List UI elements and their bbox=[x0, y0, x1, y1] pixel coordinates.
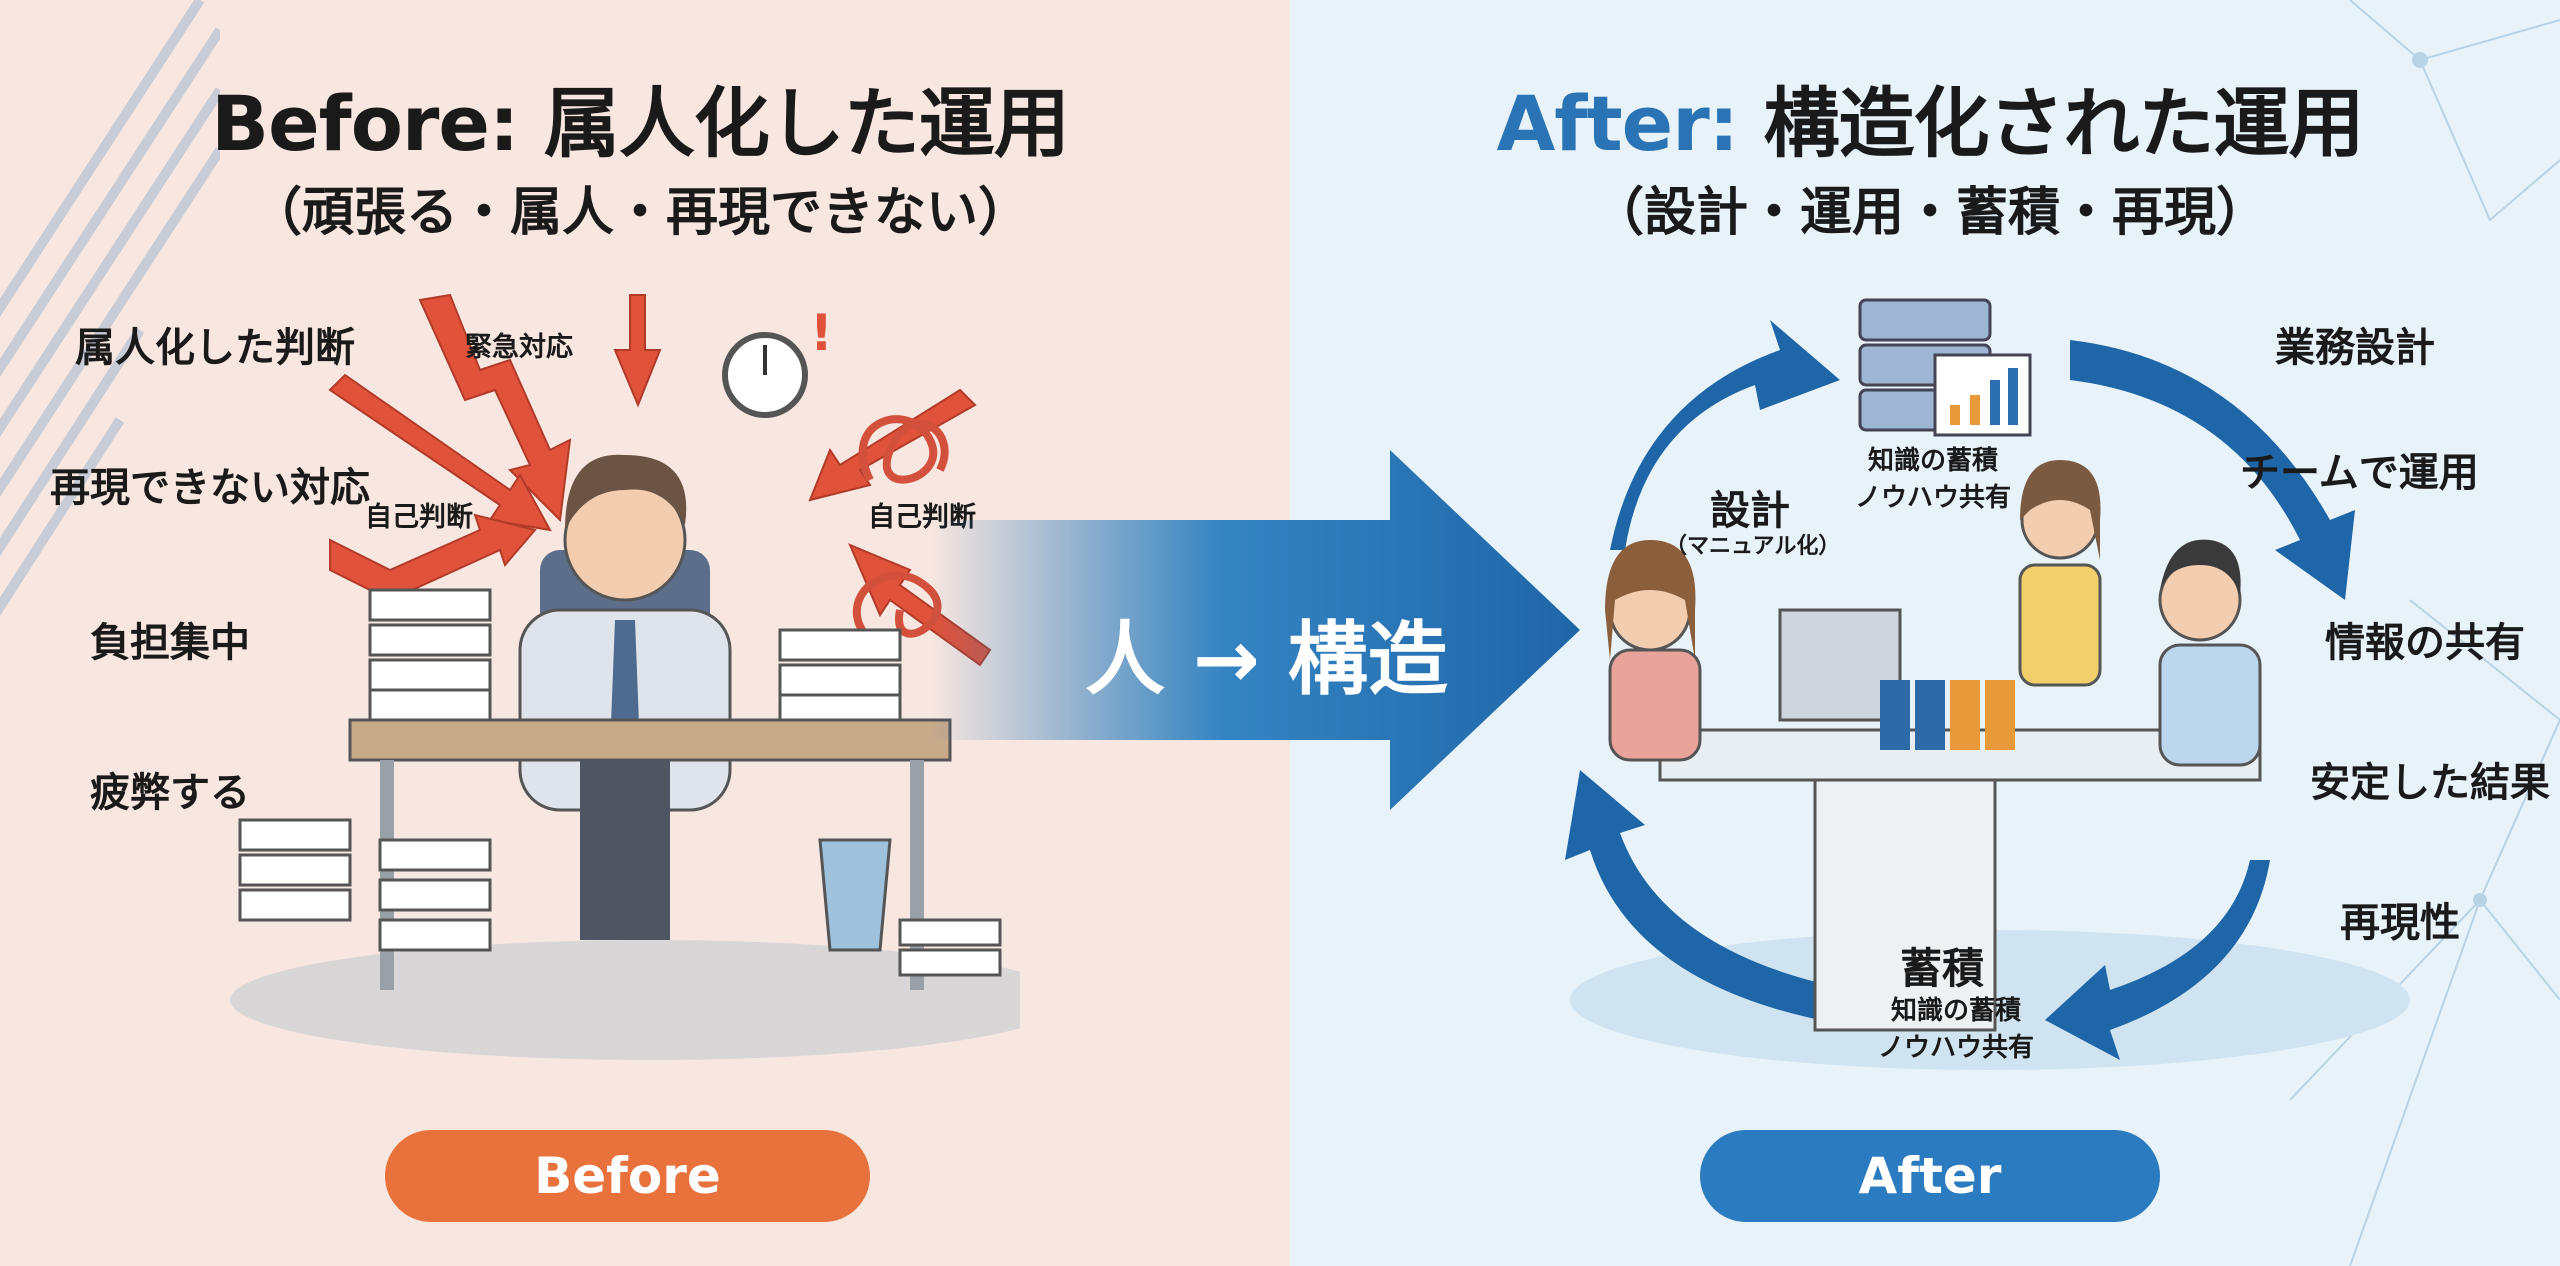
knowledge-top-line-1: 知識の蓄積 bbox=[1868, 446, 1999, 476]
after-title-prefix: After: bbox=[1496, 79, 1739, 168]
knowledge-top-line-2: ノウハウ共有 bbox=[1855, 483, 2012, 513]
team-at-desk bbox=[1605, 460, 2262, 1032]
monitor-icon bbox=[1778, 608, 1902, 722]
after-title-main: 構造化された運用 bbox=[1763, 79, 2365, 168]
server-chart-icon bbox=[1858, 298, 2032, 437]
before-subtitle: （頑張る・属人・再現できない） bbox=[249, 183, 1031, 243]
arrow-label-self-left: 自己判断 bbox=[365, 502, 473, 533]
before-title-main: 属人化した運用 bbox=[543, 79, 1070, 168]
person-at-desk bbox=[238, 454, 1002, 990]
before-badge: Before bbox=[385, 1130, 870, 1222]
transition-text: 人 → 構造 bbox=[1085, 613, 1448, 706]
arrow-label-urgent: 緊急対応 bbox=[465, 332, 573, 363]
after-label-4: 安定した結果 bbox=[2310, 760, 2550, 806]
after-badge: After bbox=[1700, 1130, 2160, 1222]
after-label-5: 再現性 bbox=[2340, 900, 2460, 946]
before-label-2: 再現できない対応 bbox=[50, 465, 370, 511]
before-label-3: 負担集中 bbox=[90, 620, 250, 666]
cycle-arrows bbox=[1565, 320, 2355, 1060]
after-label-1: 業務設計 bbox=[2275, 325, 2435, 371]
team-workflow-illustration bbox=[1565, 298, 2410, 1070]
diagonal-stripes-decoration bbox=[0, 0, 220, 616]
before-label-4: 疲弊する bbox=[90, 770, 250, 816]
after-subtitle: （設計・運用・蓄積・再現） bbox=[1591, 183, 2269, 243]
before-title-prefix: Before: bbox=[211, 79, 519, 168]
exclamation-mark: ! bbox=[810, 304, 833, 362]
knowledge-bottom-line-1: 知識の蓄積 bbox=[1891, 996, 2022, 1026]
clock-icon bbox=[722, 332, 808, 418]
overworked-employee-illustration: ! bbox=[230, 293, 1020, 1060]
knowledge-top: 知識の蓄積 ノウハウ共有 bbox=[1855, 440, 2011, 514]
cycle-store-label: 蓄積 bbox=[1900, 944, 1985, 993]
trash-bin-icon bbox=[818, 838, 892, 952]
after-label-3: 情報の共有 bbox=[2325, 620, 2525, 666]
cycle-design-label: 設計 bbox=[1710, 488, 1790, 534]
after-label-2: チームで運用 bbox=[2240, 450, 2479, 496]
after-title: After: 構造化された運用 bbox=[1496, 62, 2365, 172]
knowledge-bottom-line-2: ノウハウ共有 bbox=[1878, 1033, 2035, 1063]
transition-arrow bbox=[930, 450, 1580, 810]
cycle-design-note: （マニュアル化） bbox=[1665, 534, 1841, 559]
knowledge-bottom: 知識の蓄積 ノウハウ共有 bbox=[1878, 990, 2034, 1064]
before-title: Before: 属人化した運用 bbox=[211, 62, 1070, 172]
before-label-1: 属人化した判断 bbox=[75, 325, 355, 371]
